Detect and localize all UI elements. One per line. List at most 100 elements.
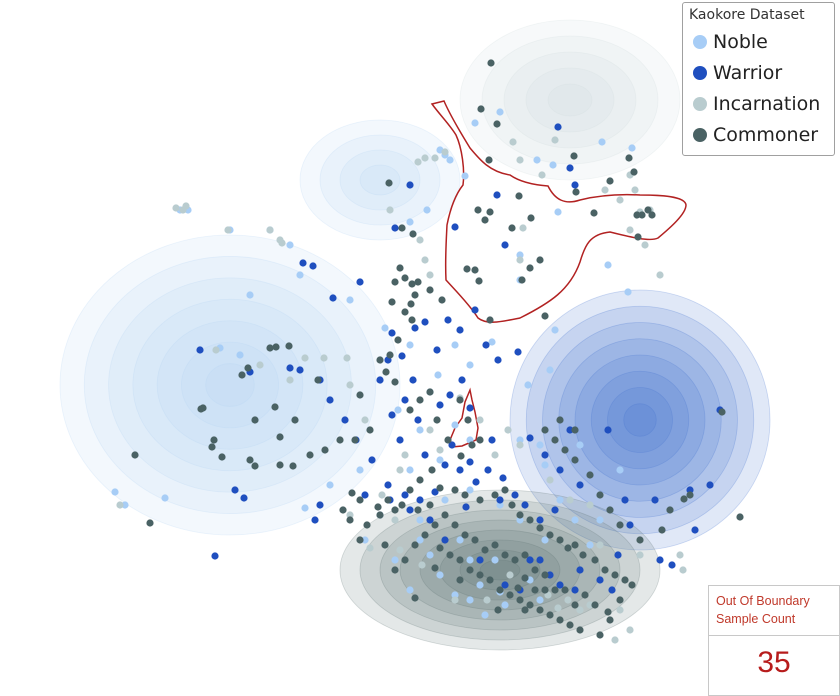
point-commoner-133 xyxy=(521,606,529,614)
legend-label-warrior: Warrior xyxy=(713,61,783,84)
density-contour-incarnation-2-4 xyxy=(547,83,593,117)
point-noble-53 xyxy=(546,366,554,374)
point-commoner-109 xyxy=(431,521,439,529)
point-noble-2 xyxy=(533,156,541,164)
point-commoner-168 xyxy=(251,462,259,470)
point-warrior-56 xyxy=(396,436,404,444)
point-incarnation-2 xyxy=(414,158,422,166)
point-commoner-176 xyxy=(291,416,299,424)
point-commoner-116 xyxy=(436,544,444,552)
point-warrior-32 xyxy=(448,441,456,449)
point-commoner-149 xyxy=(586,471,594,479)
point-commoner-25 xyxy=(486,316,494,324)
point-commoner-180 xyxy=(351,436,359,444)
point-commoner-77 xyxy=(508,501,516,509)
point-commoner-118 xyxy=(456,556,464,564)
point-warrior-37 xyxy=(472,478,480,486)
point-incarnation-45 xyxy=(346,511,354,519)
point-commoner-167 xyxy=(218,453,226,461)
point-warrior-85 xyxy=(621,496,629,504)
point-warrior-8 xyxy=(299,259,307,267)
point-commoner-156 xyxy=(246,456,254,464)
point-commoner-134 xyxy=(521,574,529,582)
point-noble-24 xyxy=(356,466,364,474)
point-commoner-90 xyxy=(628,581,636,589)
point-commoner-88 xyxy=(611,571,619,579)
point-warrior-74 xyxy=(501,581,509,589)
point-warrior-86 xyxy=(604,426,612,434)
point-incarnation-4 xyxy=(509,138,517,146)
point-incarnation-35 xyxy=(436,446,444,454)
point-warrior-66 xyxy=(541,451,549,459)
point-commoner-39 xyxy=(401,308,409,316)
point-warrior-67 xyxy=(526,434,534,442)
point-warrior-50 xyxy=(196,346,204,354)
density-contour-incarnation-2-3 xyxy=(525,67,615,133)
point-commoner-125 xyxy=(526,601,534,609)
point-commoner-101 xyxy=(511,556,519,564)
point-incarnation-55 xyxy=(576,606,584,614)
point-commoner-179 xyxy=(336,436,344,444)
density-contour-commoner-4-5 xyxy=(439,539,561,601)
point-warrior-51 xyxy=(240,494,248,502)
point-warrior-77 xyxy=(596,576,604,584)
point-warrior-98 xyxy=(211,552,219,560)
point-noble-67 xyxy=(628,144,636,152)
density-contour-noble-0-3 xyxy=(132,298,328,472)
legend-marker-warrior xyxy=(693,65,707,80)
point-warrior-48 xyxy=(286,364,294,372)
point-commoner-44 xyxy=(382,368,390,376)
point-incarnation-65 xyxy=(586,501,594,509)
point-warrior-65 xyxy=(556,466,564,474)
point-warrior-64 xyxy=(551,506,559,514)
point-commoner-22 xyxy=(471,266,479,274)
point-commoner-155 xyxy=(556,416,564,424)
point-incarnation-6 xyxy=(538,171,546,179)
legend-marker-noble xyxy=(693,34,707,49)
point-warrior-59 xyxy=(456,466,464,474)
point-commoner-15 xyxy=(515,192,523,200)
point-commoner-98 xyxy=(541,571,549,579)
point-warrior-71 xyxy=(556,581,564,589)
point-commoner-170 xyxy=(272,343,280,351)
point-commoner-111 xyxy=(411,541,419,549)
point-warrior-79 xyxy=(614,551,622,559)
point-commoner-188 xyxy=(536,256,544,264)
point-noble-30 xyxy=(466,486,474,494)
point-commoner-58 xyxy=(406,486,414,494)
legend: Kaokore Dataset Noble Warrior Incarnatio… xyxy=(682,2,835,156)
point-incarnation-42 xyxy=(401,451,409,459)
point-incarnation-10 xyxy=(631,186,639,194)
point-noble-37 xyxy=(556,496,564,504)
point-commoner-136 xyxy=(531,586,539,594)
point-commoner-122 xyxy=(496,586,504,594)
point-noble-79 xyxy=(426,551,434,559)
point-commoner-173 xyxy=(244,364,252,372)
point-warrior-87 xyxy=(576,481,584,489)
point-noble-34 xyxy=(466,556,474,564)
point-incarnation-34 xyxy=(361,416,369,424)
point-commoner-185 xyxy=(718,408,726,416)
point-warrior-60 xyxy=(496,496,504,504)
point-commoner-104 xyxy=(481,546,489,554)
point-warrior-40 xyxy=(401,491,409,499)
point-warrior-93 xyxy=(426,516,434,524)
point-commoner-27 xyxy=(398,224,406,232)
point-noble-15 xyxy=(466,361,474,369)
point-commoner-138 xyxy=(494,606,502,614)
point-incarnation-70 xyxy=(641,241,649,249)
point-noble-52 xyxy=(576,441,584,449)
point-commoner-0 xyxy=(487,59,495,67)
point-incarnation-64 xyxy=(676,551,684,559)
legend-label-noble: Noble xyxy=(713,30,768,53)
point-incarnation-48 xyxy=(396,546,404,554)
density-contour-warrior-3-7 xyxy=(623,403,657,437)
point-noble-58 xyxy=(121,501,129,509)
point-commoner-12 xyxy=(590,209,598,217)
point-commoner-162 xyxy=(210,436,218,444)
point-noble-69 xyxy=(488,338,496,346)
point-incarnation-37 xyxy=(476,416,484,424)
point-noble-3 xyxy=(549,161,557,169)
point-commoner-120 xyxy=(476,571,484,579)
point-commoner-142 xyxy=(686,491,694,499)
